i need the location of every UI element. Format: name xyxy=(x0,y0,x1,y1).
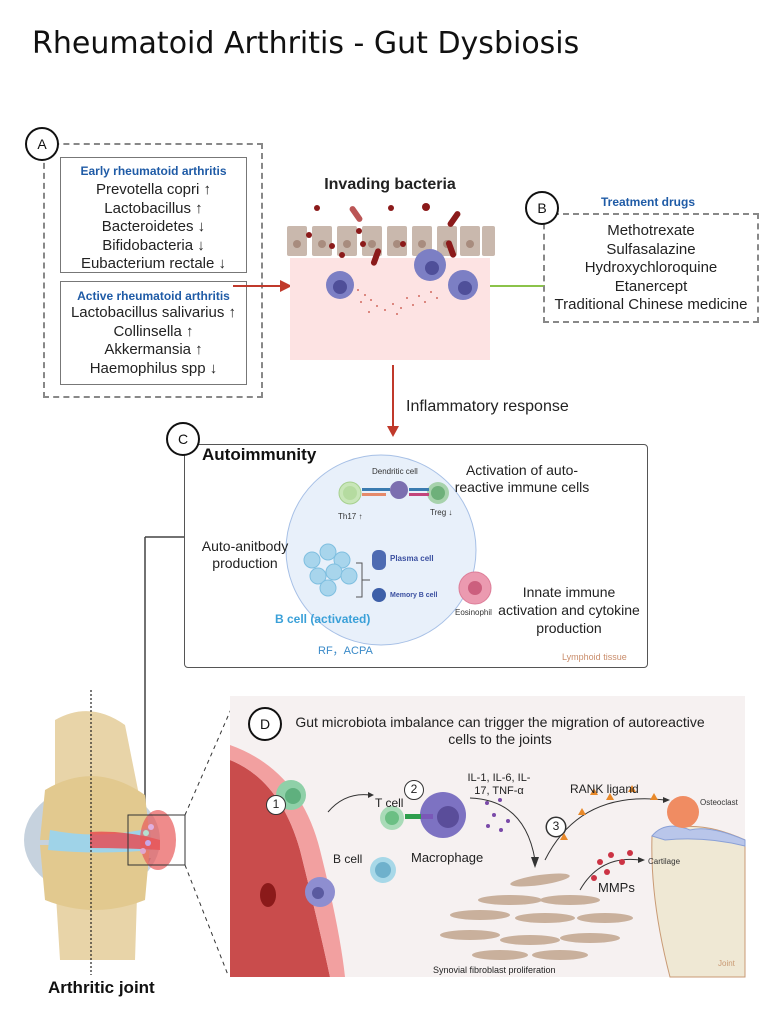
invading-bacteria-heading: Invading bacteria xyxy=(324,176,456,193)
cartilage-label: Cartilage xyxy=(648,857,681,866)
early-ra-list: Prevotella copri ↑ Lactobacillus ↑ Bacte… xyxy=(61,181,246,274)
rf-acpa-label: RF，ACPA xyxy=(318,645,373,657)
treatment-list: Methotrexate Sulfasalazine Hydroxychloro… xyxy=(540,222,762,315)
panel-b-label: B xyxy=(525,191,559,225)
b-cell-activated-label: B cell (activated) xyxy=(275,612,371,626)
step-1-badge: 1 xyxy=(266,795,286,815)
b-cell-label: B cell xyxy=(333,852,363,866)
step-2-badge: 2 xyxy=(404,780,424,800)
panel-d-label: D xyxy=(248,707,282,741)
eosinophil-label: Eosinophil xyxy=(455,608,492,617)
innate-immune-label: Innate immune activation and cytokine pr… xyxy=(498,584,640,636)
panel-a-frame xyxy=(43,143,263,398)
list-item: Etanercept xyxy=(614,277,688,295)
th17-label: Th17 ↑ xyxy=(338,512,363,521)
synovial-label: Synovial fibroblast proliferation xyxy=(433,965,556,975)
activation-label: Activation of auto-reactive immune cells xyxy=(454,462,590,495)
panel-d-heading: Gut microbiota imbalance can trigger the… xyxy=(295,714,705,747)
list-item: Collinsella ↑ xyxy=(113,322,194,340)
list-item: Lactobacillus salivarius ↑ xyxy=(70,304,237,321)
panel-a-label: A xyxy=(25,127,59,161)
bacteria xyxy=(306,203,461,266)
inflammatory-response-label: Inflammatory response xyxy=(406,398,569,415)
gut-epithelium-illustration xyxy=(287,203,495,360)
list-item: Hydroxychloroquine xyxy=(584,259,718,276)
list-item: Lactobacillus ↑ xyxy=(104,199,203,217)
auto-antibody-label: Auto-anitbody production xyxy=(201,538,289,571)
rank-ligand-label: RANK ligand xyxy=(570,782,639,796)
macrophage-label: Macrophage xyxy=(411,850,484,865)
mmps-label: MMPs xyxy=(598,880,635,895)
treatment-heading: Treatment drugs xyxy=(600,195,696,209)
list-item: Haemophilus spp ↓ xyxy=(89,359,218,377)
osteoclast-label: Osteoclast xyxy=(700,798,738,807)
treg-label: Treg ↓ xyxy=(430,508,453,517)
active-ra-heading: Active rheumatoid arthritis xyxy=(77,289,230,303)
panel-c-label: C xyxy=(166,422,200,456)
dendritic-cell-label: Dendritic cell xyxy=(372,467,418,476)
active-ra-box: Active rheumatoid arthritis Lactobacillu… xyxy=(60,281,247,385)
joint-region-label: Joint xyxy=(718,959,735,968)
list-item: Prevotella copri ↑ xyxy=(95,181,212,198)
list-item: Methotrexate xyxy=(607,222,695,239)
cytokines-label: IL-1, IL-6, IL-17, TNF-α xyxy=(467,772,531,797)
list-item: Eubacterium rectale ↓ xyxy=(80,255,227,272)
panel-b-frame xyxy=(543,213,759,323)
t-cell-label: T cell xyxy=(375,796,404,810)
page-title: Rheumatoid Arthritis - Gut Dysbiosis xyxy=(32,26,580,61)
plasma-cell-label: Plasma cell xyxy=(390,554,434,563)
list-item: Akkermansia ↑ xyxy=(104,341,203,358)
list-item: Bifidobacteria ↓ xyxy=(102,236,205,254)
memory-b-cell-label: Memory B cell xyxy=(390,592,438,599)
arthritic-joint-label: Arthritic joint xyxy=(48,978,155,997)
autoimmunity-heading: Autoimmunity xyxy=(202,445,317,464)
list-item: Bacteroidetes ↓ xyxy=(101,218,206,235)
list-item: Sulfasalazine xyxy=(606,240,696,258)
early-ra-box: Early rheumatoid arthritis Prevotella co… xyxy=(60,157,247,273)
step-3-badge: 3 xyxy=(546,817,566,837)
lymphoid-tissue-label: Lymphoid tissue xyxy=(562,652,627,662)
early-ra-heading: Early rheumatoid arthritis xyxy=(80,164,227,178)
active-ra-list: Lactobacillus salivarius ↑ Collinsella ↑… xyxy=(57,304,250,378)
list-item: Traditional Chinese medicine xyxy=(554,296,748,313)
